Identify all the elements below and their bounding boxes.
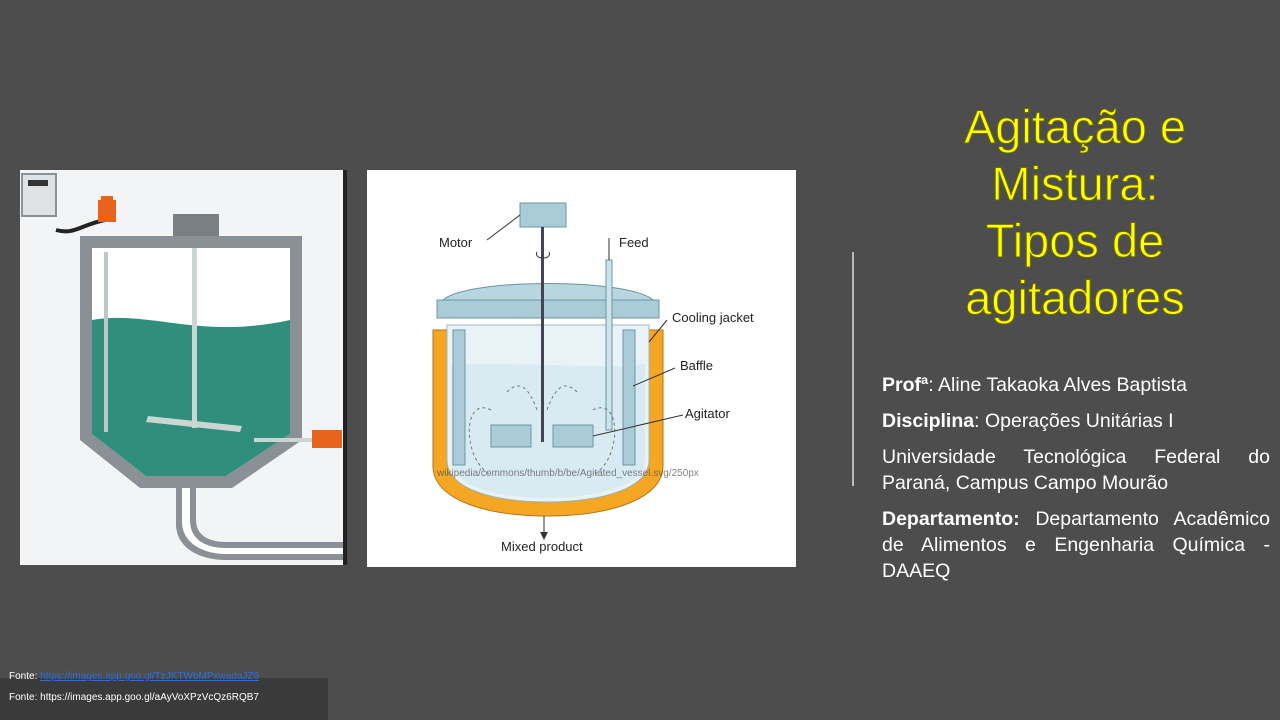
- title-line: Mistura:: [991, 157, 1159, 211]
- label-mixed-product: Mixed product: [501, 539, 583, 554]
- source-label: Fonte:: [9, 671, 41, 682]
- source-link[interactable]: https://images.app.goo.gl/TzJKTWbMPxwada…: [40, 671, 260, 682]
- course-info: Profª: Aline Takaoka Alves Baptista Disc…: [882, 372, 1270, 594]
- prof-label: Profª: [882, 374, 929, 396]
- title-line: Agitação e: [963, 100, 1187, 154]
- source-box: [0, 678, 328, 720]
- department-label: Departamento:: [882, 508, 1020, 530]
- label-motor: Motor: [439, 235, 473, 250]
- university-line: Universidade Tecnológica Federal do Para…: [882, 446, 1270, 494]
- tank-image: [20, 170, 347, 565]
- slide-title: Agitação e Mistura: Tipos de agitadores: [905, 98, 1245, 326]
- source-line-2: Fonte: https://images.app.goo.gl/aAyVoXP…: [9, 692, 259, 703]
- source-line-1: Fonte: https://images.app.goo.gl/TzJKTWb…: [9, 671, 259, 682]
- label-baffle: Baffle: [680, 358, 713, 373]
- label-cooling-jacket: Cooling jacket: [672, 310, 754, 325]
- vertical-divider: [852, 252, 854, 486]
- title-line: Tipos de: [985, 214, 1165, 268]
- label-feed: Feed: [619, 235, 649, 250]
- url-watermark: wikipedia/commons/thumb/b/be/Agitated_ve…: [436, 468, 699, 479]
- discipline-value: : Operações Unitárias I: [974, 410, 1174, 432]
- label-agitator: Agitator: [685, 406, 730, 421]
- vessel-diagram: Motor Feed Cooling jacket Baffle Agitato…: [367, 170, 796, 567]
- title-line: agitadores: [965, 271, 1186, 325]
- discipline-label: Disciplina: [882, 410, 975, 432]
- department-value: Departamento Acadêmico de Alimentos e En…: [882, 508, 1270, 582]
- prof-value: : Aline Takaoka Alves Baptista: [928, 374, 1187, 396]
- department-line: Departamento: Departamento Acadêmico de …: [882, 506, 1270, 584]
- discipline-line: Disciplina: Operações Unitárias I: [882, 408, 1270, 434]
- professor-line: Profª: Aline Takaoka Alves Baptista: [882, 372, 1270, 398]
